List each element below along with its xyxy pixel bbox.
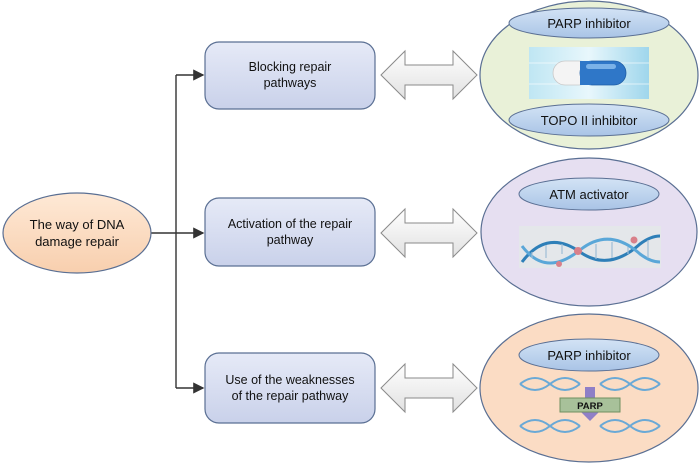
branch-1-line1: Blocking repair [249,60,332,74]
target-circle-1: PARP inhibitor TOPO II inhibitor [479,0,699,150]
capsule-pill-image [529,47,649,99]
target-1-bottom-pill [508,103,670,137]
target-1-top-pill [508,7,670,39]
target-1-bottom-label: TOPO II inhibitor [541,113,638,128]
target-2-top-label: ATM activator [549,187,629,202]
dna-helix-image [519,226,661,268]
target-circle-3: PARP inhibitor PARP [479,313,699,463]
dna-parp-image: PARP [519,377,661,433]
parp-box [559,397,621,413]
connectors [150,69,205,394]
branch-2-line2: pathway [267,233,314,247]
double-arrow-2 [380,207,478,259]
branch-3-line2: of the repair pathway [232,389,349,403]
branch-node-3: Use of the weaknesses of the repair path… [204,352,376,424]
target-2-top-pill [518,177,660,211]
root-label-line1: The way of DNA [30,217,125,232]
branch-2-line1: Activation of the repair [228,217,352,231]
parp-label: PARP [577,401,603,412]
target-1-top-label: PARP inhibitor [547,16,631,31]
target-3-top-pill [518,338,660,372]
root-node: The way of DNA damage repair [2,192,152,274]
branch-3-line1: Use of the weaknesses [225,373,354,387]
target-circle-2: ATM activator [480,157,698,307]
branch-1-line2: pathways [264,76,317,90]
double-arrow-1 [380,49,478,101]
root-label-line2: damage repair [35,234,119,249]
branch-node-1: Blocking repair pathways [204,41,376,110]
target-3-top-label: PARP inhibitor [547,348,631,363]
branch-node-2: Activation of the repair pathway [204,197,376,267]
double-arrow-3 [380,362,478,414]
